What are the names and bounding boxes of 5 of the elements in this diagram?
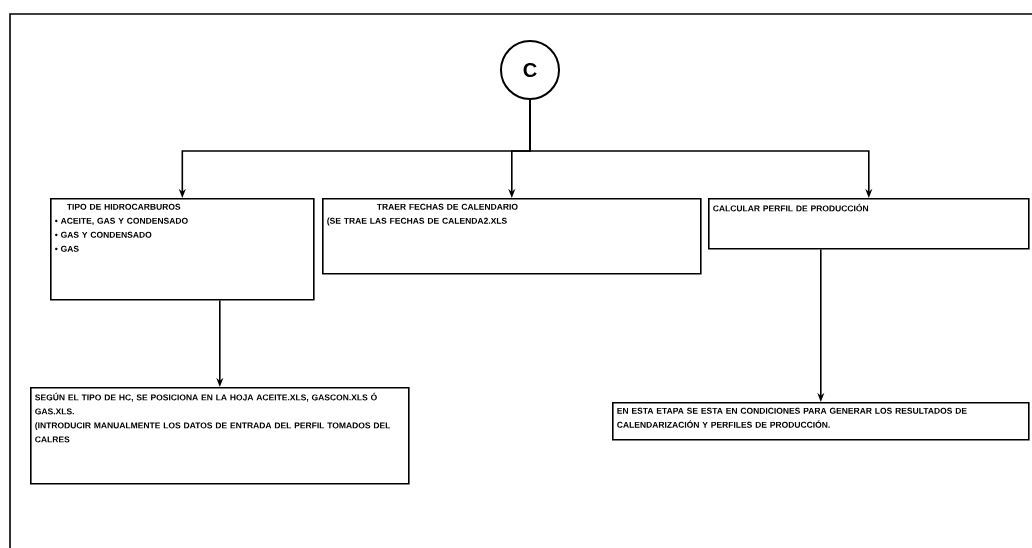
- process-box: TIPO DE HIDROCARBUROS • ACEITE, GAS Y CONDENSADO • GAS Y CONDENSADO • GAS: [50, 198, 315, 301]
- process-box: TRAER FECHAS DE CALENDARIO (SE TRAE LAS FECHAS DE CALENDA2.XLS: [322, 198, 702, 275]
- process-box: SEGÚN EL TIPO DE HC, SE POSICIONA EN LA HOJA ACEITE.XLS, GASCON.XLS Ó GAS.XLS. (INTRODUCIR MANUALMENTE LOS DATOS DE ENTRADA DEL PERFIL TOMADOS DEL CALRES: [30, 387, 410, 485]
- process-box: EN ESTA ETAPA SE ESTA EN CONDICIONES PARA GENERAR LOS RESULTADOS DE CALENDARIZACIÓN Y PERFILES DE PRODUCCIÓN.: [612, 402, 1030, 441]
- process-box: CALCULAR PERFIL DE PRODUCCIÓN: [708, 198, 1030, 250]
